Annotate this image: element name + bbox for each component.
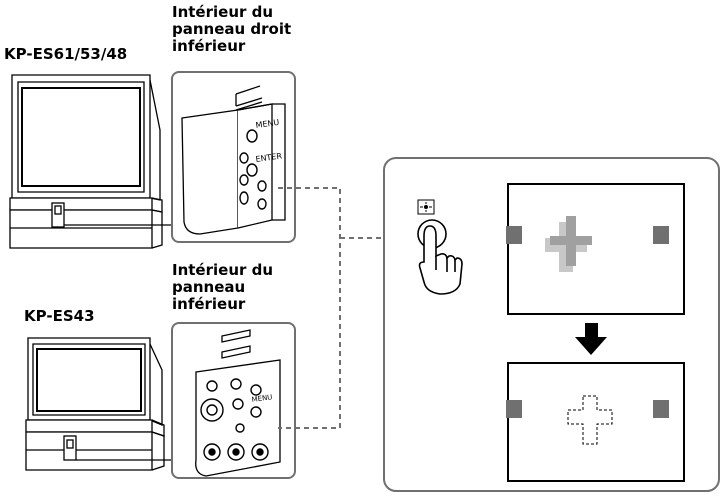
model-top-label: KP-ES61/53/48 — [4, 45, 128, 63]
panel-top-inset: MENU ENTER — [171, 71, 296, 243]
tv-bottom — [25, 337, 165, 471]
convergence-adjust-icon — [417, 199, 435, 215]
panel-bottom-menu-label: MENU — [251, 393, 273, 404]
panel-top-caption: Intérieur du panneau droit inférieur — [172, 3, 292, 55]
panel-bottom-caption: Intérieur du panneau inférieur — [172, 261, 274, 313]
panel-bottom-inset: MENU — [171, 322, 296, 479]
panel-top-menu-label: MENU — [255, 118, 280, 130]
pointing-hand-icon — [417, 219, 463, 295]
panel-top-enter-label: ENTER — [255, 151, 283, 164]
screen-after — [506, 362, 685, 482]
screen-before — [506, 183, 685, 315]
down-arrow-icon — [575, 323, 607, 355]
tv-top — [9, 74, 163, 249]
model-bottom-label: KP-ES43 — [24, 307, 95, 325]
